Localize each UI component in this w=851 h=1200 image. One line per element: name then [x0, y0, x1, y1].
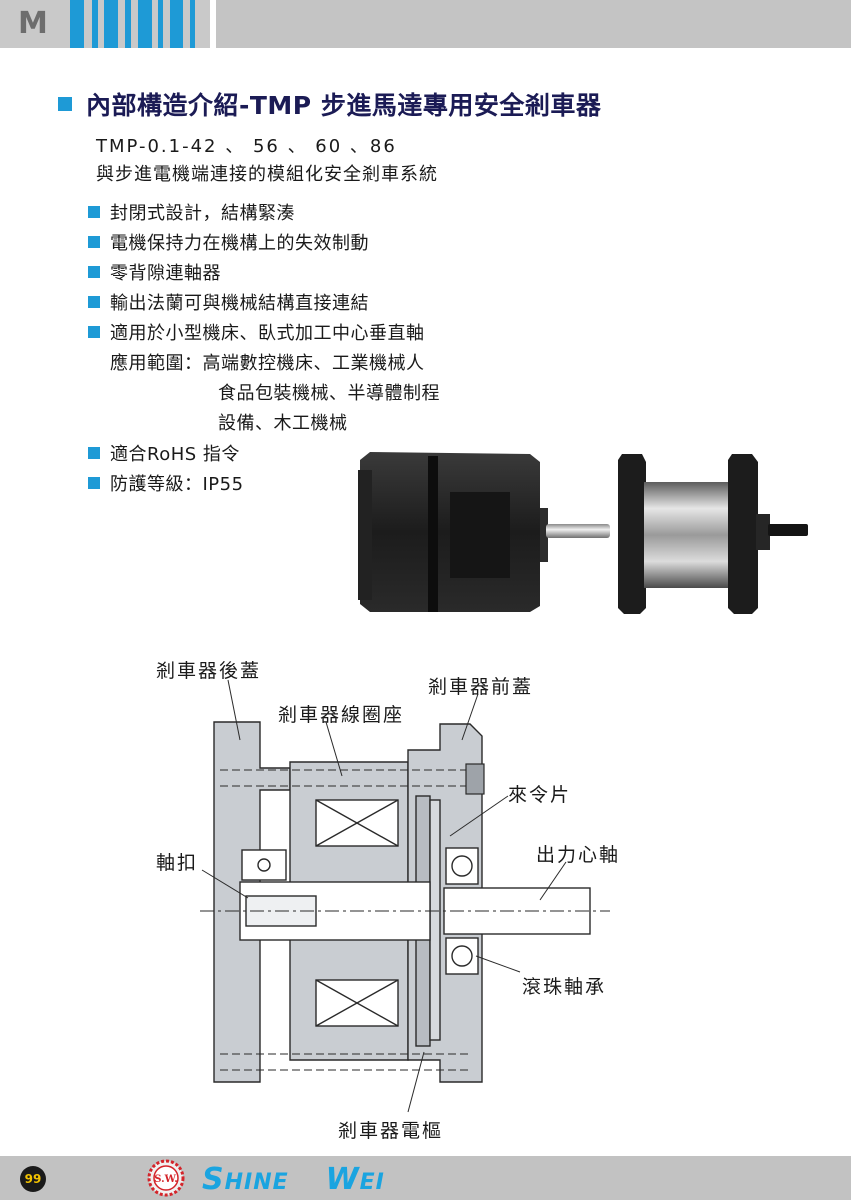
- header-gap: [210, 0, 216, 48]
- feature-item: 防護等級：IP55: [88, 470, 244, 496]
- feature-text: 適合RoHS 指令: [110, 444, 240, 465]
- square-bullet-icon: [88, 296, 100, 308]
- company-logo: S.W.: [147, 1159, 185, 1197]
- page-title-row: 內部構造介紹-TMP 步進馬達專用安全剎車器: [58, 86, 601, 122]
- cross-section-diagram: [200, 679, 610, 1113]
- header-stripe: [70, 0, 84, 48]
- application-line: 設備、木工機械: [218, 413, 348, 434]
- label-shaft-clamp: 軸扣: [156, 852, 199, 874]
- feature-text: 電機保持力在機構上的失效制動: [110, 233, 369, 254]
- brand-rest: HINE: [224, 1170, 289, 1195]
- square-bullet-icon: [88, 326, 100, 338]
- feature-item: 適合RoHS 指令: [88, 440, 240, 466]
- square-bullet-icon: [88, 477, 100, 489]
- footer-band: 99 S.W. SHINE WEI: [0, 1156, 851, 1200]
- application-label: 應用範圍：高端數控機床、工業機械人: [110, 353, 425, 374]
- model-line: TMP-0.1-42 、 56 、 60 、86: [96, 136, 397, 157]
- brand-initial: S: [202, 1162, 225, 1197]
- header-stripe: [125, 0, 131, 48]
- friction-knurl: [465, 763, 485, 795]
- application-line: 食品包裝機械、半導體制程: [218, 383, 440, 404]
- square-bullet-icon: [88, 447, 100, 459]
- header-stripe: [104, 0, 118, 48]
- label-rear-cover: 剎車器後蓋: [156, 660, 262, 682]
- header-stripe: [170, 0, 183, 48]
- square-bullet-icon: [88, 206, 100, 218]
- feature-item: 電機保持力在機構上的失效制動: [88, 229, 369, 255]
- header-stripe: [158, 0, 163, 48]
- feature-text: 適用於小型機床、臥式加工中心垂直軸: [110, 323, 425, 344]
- label-coil-seat: 剎車器線圈座: [278, 704, 405, 726]
- label-output-shaft: 出力心軸: [536, 844, 621, 866]
- feature-text: 輸出法蘭可與機械結構直接連結: [110, 293, 369, 314]
- label-front-cover: 剎車器前蓋: [428, 676, 534, 698]
- feature-text: 零背隙連軸器: [110, 263, 221, 284]
- header-stripe: [92, 0, 98, 48]
- page-title: 內部構造介紹-TMP 步進馬達專用安全剎車器: [86, 91, 602, 120]
- feature-text: 防護等級：IP55: [110, 474, 244, 495]
- header-stripe: [138, 0, 152, 48]
- friction-plate-shape: [429, 799, 441, 1041]
- feature-item: 適用於小型機床、臥式加工中心垂直軸: [88, 319, 425, 345]
- label-armature: 剎車器電樞: [338, 1120, 444, 1142]
- stepper-motor-image: [358, 452, 610, 612]
- safety-brake-image: [618, 454, 808, 614]
- brand-initial: W: [325, 1162, 360, 1197]
- page-number: 99: [20, 1166, 46, 1192]
- label-friction-plate: 來令片: [508, 784, 572, 806]
- ball-bearing-shape: [445, 847, 479, 975]
- logo-initials: S.W.: [154, 1174, 178, 1185]
- header-stripe: [190, 0, 195, 48]
- brand-rest: EI: [359, 1170, 385, 1195]
- feature-item: 輸出法蘭可與機械結構直接連結: [88, 289, 369, 315]
- subtitle: 與步進電機端連接的模組化安全剎車系統: [96, 164, 438, 185]
- section-letter: M: [18, 6, 48, 41]
- label-ball-bearing: 滾珠軸承: [522, 976, 607, 998]
- brand-name: SHINE WEI: [202, 1162, 385, 1197]
- title-square-icon: [58, 97, 72, 111]
- square-bullet-icon: [88, 236, 100, 248]
- shaft-clamp-shape: [241, 849, 287, 881]
- feature-item: 零背隙連軸器: [88, 259, 221, 285]
- header-gray-bar: [216, 0, 851, 48]
- square-bullet-icon: [88, 266, 100, 278]
- feature-text: 封閉式設計，結構緊湊: [110, 203, 295, 224]
- feature-item: 封閉式設計，結構緊湊: [88, 199, 295, 225]
- product-photo: [358, 452, 808, 614]
